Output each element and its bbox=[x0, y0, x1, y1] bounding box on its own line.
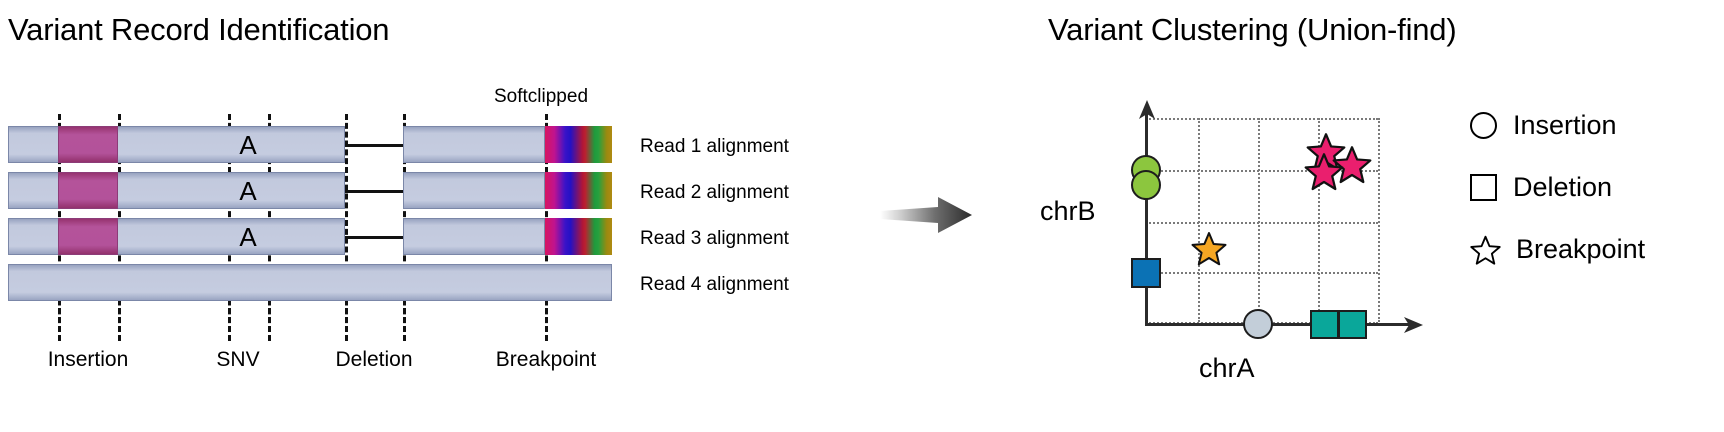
gridline-vertical bbox=[1258, 118, 1260, 322]
data-point-deletion[interactable] bbox=[1338, 310, 1367, 339]
read-segment-right bbox=[403, 218, 545, 255]
gridline-horizontal bbox=[1146, 118, 1378, 120]
y-axis bbox=[1145, 114, 1148, 326]
gridline-vertical bbox=[1198, 118, 1200, 322]
axis-tick bbox=[268, 308, 271, 341]
right-panel-title: Variant Clustering (Union-find) bbox=[1048, 12, 1457, 47]
gridline-vertical bbox=[1318, 118, 1320, 322]
axis-tick bbox=[345, 308, 348, 341]
deletion-gap-line bbox=[345, 236, 403, 239]
guide-line-deletion-start bbox=[345, 114, 348, 332]
insertion-block bbox=[58, 126, 118, 163]
deletion-gap-line bbox=[345, 190, 403, 193]
star-icon bbox=[1470, 235, 1501, 265]
feature-label-deletion: Deletion bbox=[335, 348, 413, 371]
gridline-horizontal bbox=[1146, 272, 1378, 274]
deletion-gap-line bbox=[345, 144, 403, 147]
data-point-insertion[interactable] bbox=[1243, 309, 1273, 339]
read-segment-right bbox=[403, 126, 545, 163]
softclipped-label: Softclipped bbox=[494, 86, 589, 107]
insertion-block bbox=[58, 172, 118, 209]
softclipped-block bbox=[545, 172, 612, 209]
legend-item-breakpoint: Breakpoint bbox=[1470, 234, 1645, 265]
data-point-insertion[interactable] bbox=[1131, 170, 1161, 200]
insertion-block bbox=[58, 218, 118, 255]
read-segment-full bbox=[8, 264, 612, 301]
softclipped-block bbox=[545, 218, 612, 255]
x-axis bbox=[1145, 323, 1411, 326]
axis-tick bbox=[545, 308, 548, 341]
feature-label-insertion: Insertion bbox=[47, 348, 129, 371]
read-segment-right bbox=[403, 172, 545, 209]
softclipped-block bbox=[545, 126, 612, 163]
variant-record-panel: Variant Record Identification Softclippe… bbox=[0, 0, 860, 432]
legend-item-deletion: Deletion bbox=[1470, 172, 1612, 203]
legend-item-insertion: Insertion bbox=[1470, 110, 1617, 141]
axis-tick bbox=[403, 308, 406, 341]
gridline-horizontal bbox=[1146, 222, 1378, 224]
data-point-breakpoint[interactable] bbox=[1332, 145, 1372, 190]
read-label: Read 3 alignment bbox=[640, 228, 789, 249]
legend-label: Insertion bbox=[1513, 110, 1617, 140]
snv-base-letter: A bbox=[239, 222, 257, 252]
axis-tick bbox=[58, 308, 61, 341]
left-panel-title: Variant Record Identification bbox=[8, 12, 390, 47]
flow-arrow-icon bbox=[880, 190, 980, 240]
axis-tick bbox=[228, 308, 231, 341]
square-icon bbox=[1470, 174, 1497, 201]
data-point-deletion[interactable] bbox=[1131, 258, 1161, 288]
data-point-breakpoint[interactable] bbox=[1304, 152, 1344, 197]
read-alignment-diagram: Softclipped A A bbox=[8, 86, 789, 371]
snv-base-letter: A bbox=[239, 176, 257, 206]
read-label: Read 2 alignment bbox=[640, 182, 789, 203]
snv-base-letter: A bbox=[239, 130, 257, 160]
gridline-vertical bbox=[1378, 118, 1380, 322]
scatter-plot bbox=[1118, 100, 1423, 370]
x-axis-label: chrA bbox=[1199, 353, 1255, 383]
y-axis-arrowhead bbox=[1139, 100, 1155, 119]
read-label: Read 1 alignment bbox=[640, 136, 789, 157]
read-row: A bbox=[8, 126, 628, 163]
read-row bbox=[8, 264, 628, 301]
data-point-deletion[interactable] bbox=[1310, 310, 1339, 339]
x-axis-arrowhead bbox=[1404, 317, 1423, 333]
legend-label: Breakpoint bbox=[1516, 234, 1646, 264]
gridline-horizontal bbox=[1146, 170, 1378, 172]
axis-tick bbox=[118, 308, 121, 341]
y-axis-label: chrB bbox=[1040, 196, 1096, 226]
legend-label: Deletion bbox=[1513, 172, 1613, 202]
read-label: Read 4 alignment bbox=[640, 274, 789, 295]
read-row: A bbox=[8, 172, 628, 209]
feature-label-breakpoint: Breakpoint bbox=[495, 348, 597, 371]
read-row: A bbox=[8, 218, 628, 255]
variant-clustering-panel: Variant Clustering (Union-find) chrB chr… bbox=[900, 0, 1724, 432]
data-point-breakpoint[interactable] bbox=[1191, 231, 1227, 272]
circle-icon bbox=[1470, 112, 1497, 139]
feature-label-snv: SNV bbox=[216, 348, 260, 371]
